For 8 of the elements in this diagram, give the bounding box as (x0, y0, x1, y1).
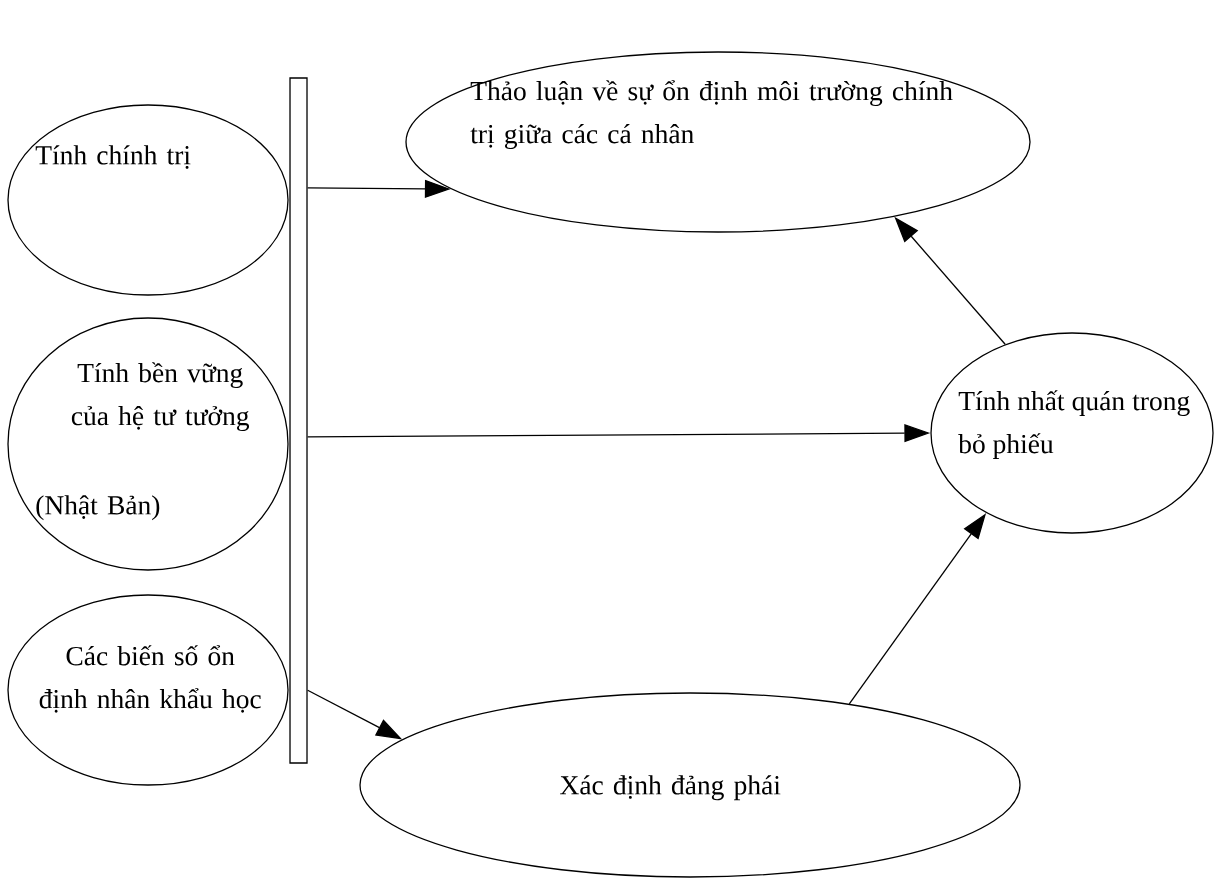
ellipse-text: (Nhật Bản) (36, 495, 160, 521)
ellipse-text: Thảo luận về sự ổn định môi trường chính trị giữa các cá nhân (470, 80, 953, 150)
ellipse-text: Tính bền vững của hệ tư tưởng (71, 362, 250, 432)
ellipse-text: Tính chính trị (35, 145, 191, 169)
ellipse-text: Tính nhất quán trong bỏ phiếu (958, 390, 1190, 459)
vertical-bar (289, 77, 308, 764)
ellipse-text: Các biến số ổn định nhân khẩu học (39, 645, 261, 713)
ellipse-text: Xác định đảng phái (560, 775, 781, 801)
